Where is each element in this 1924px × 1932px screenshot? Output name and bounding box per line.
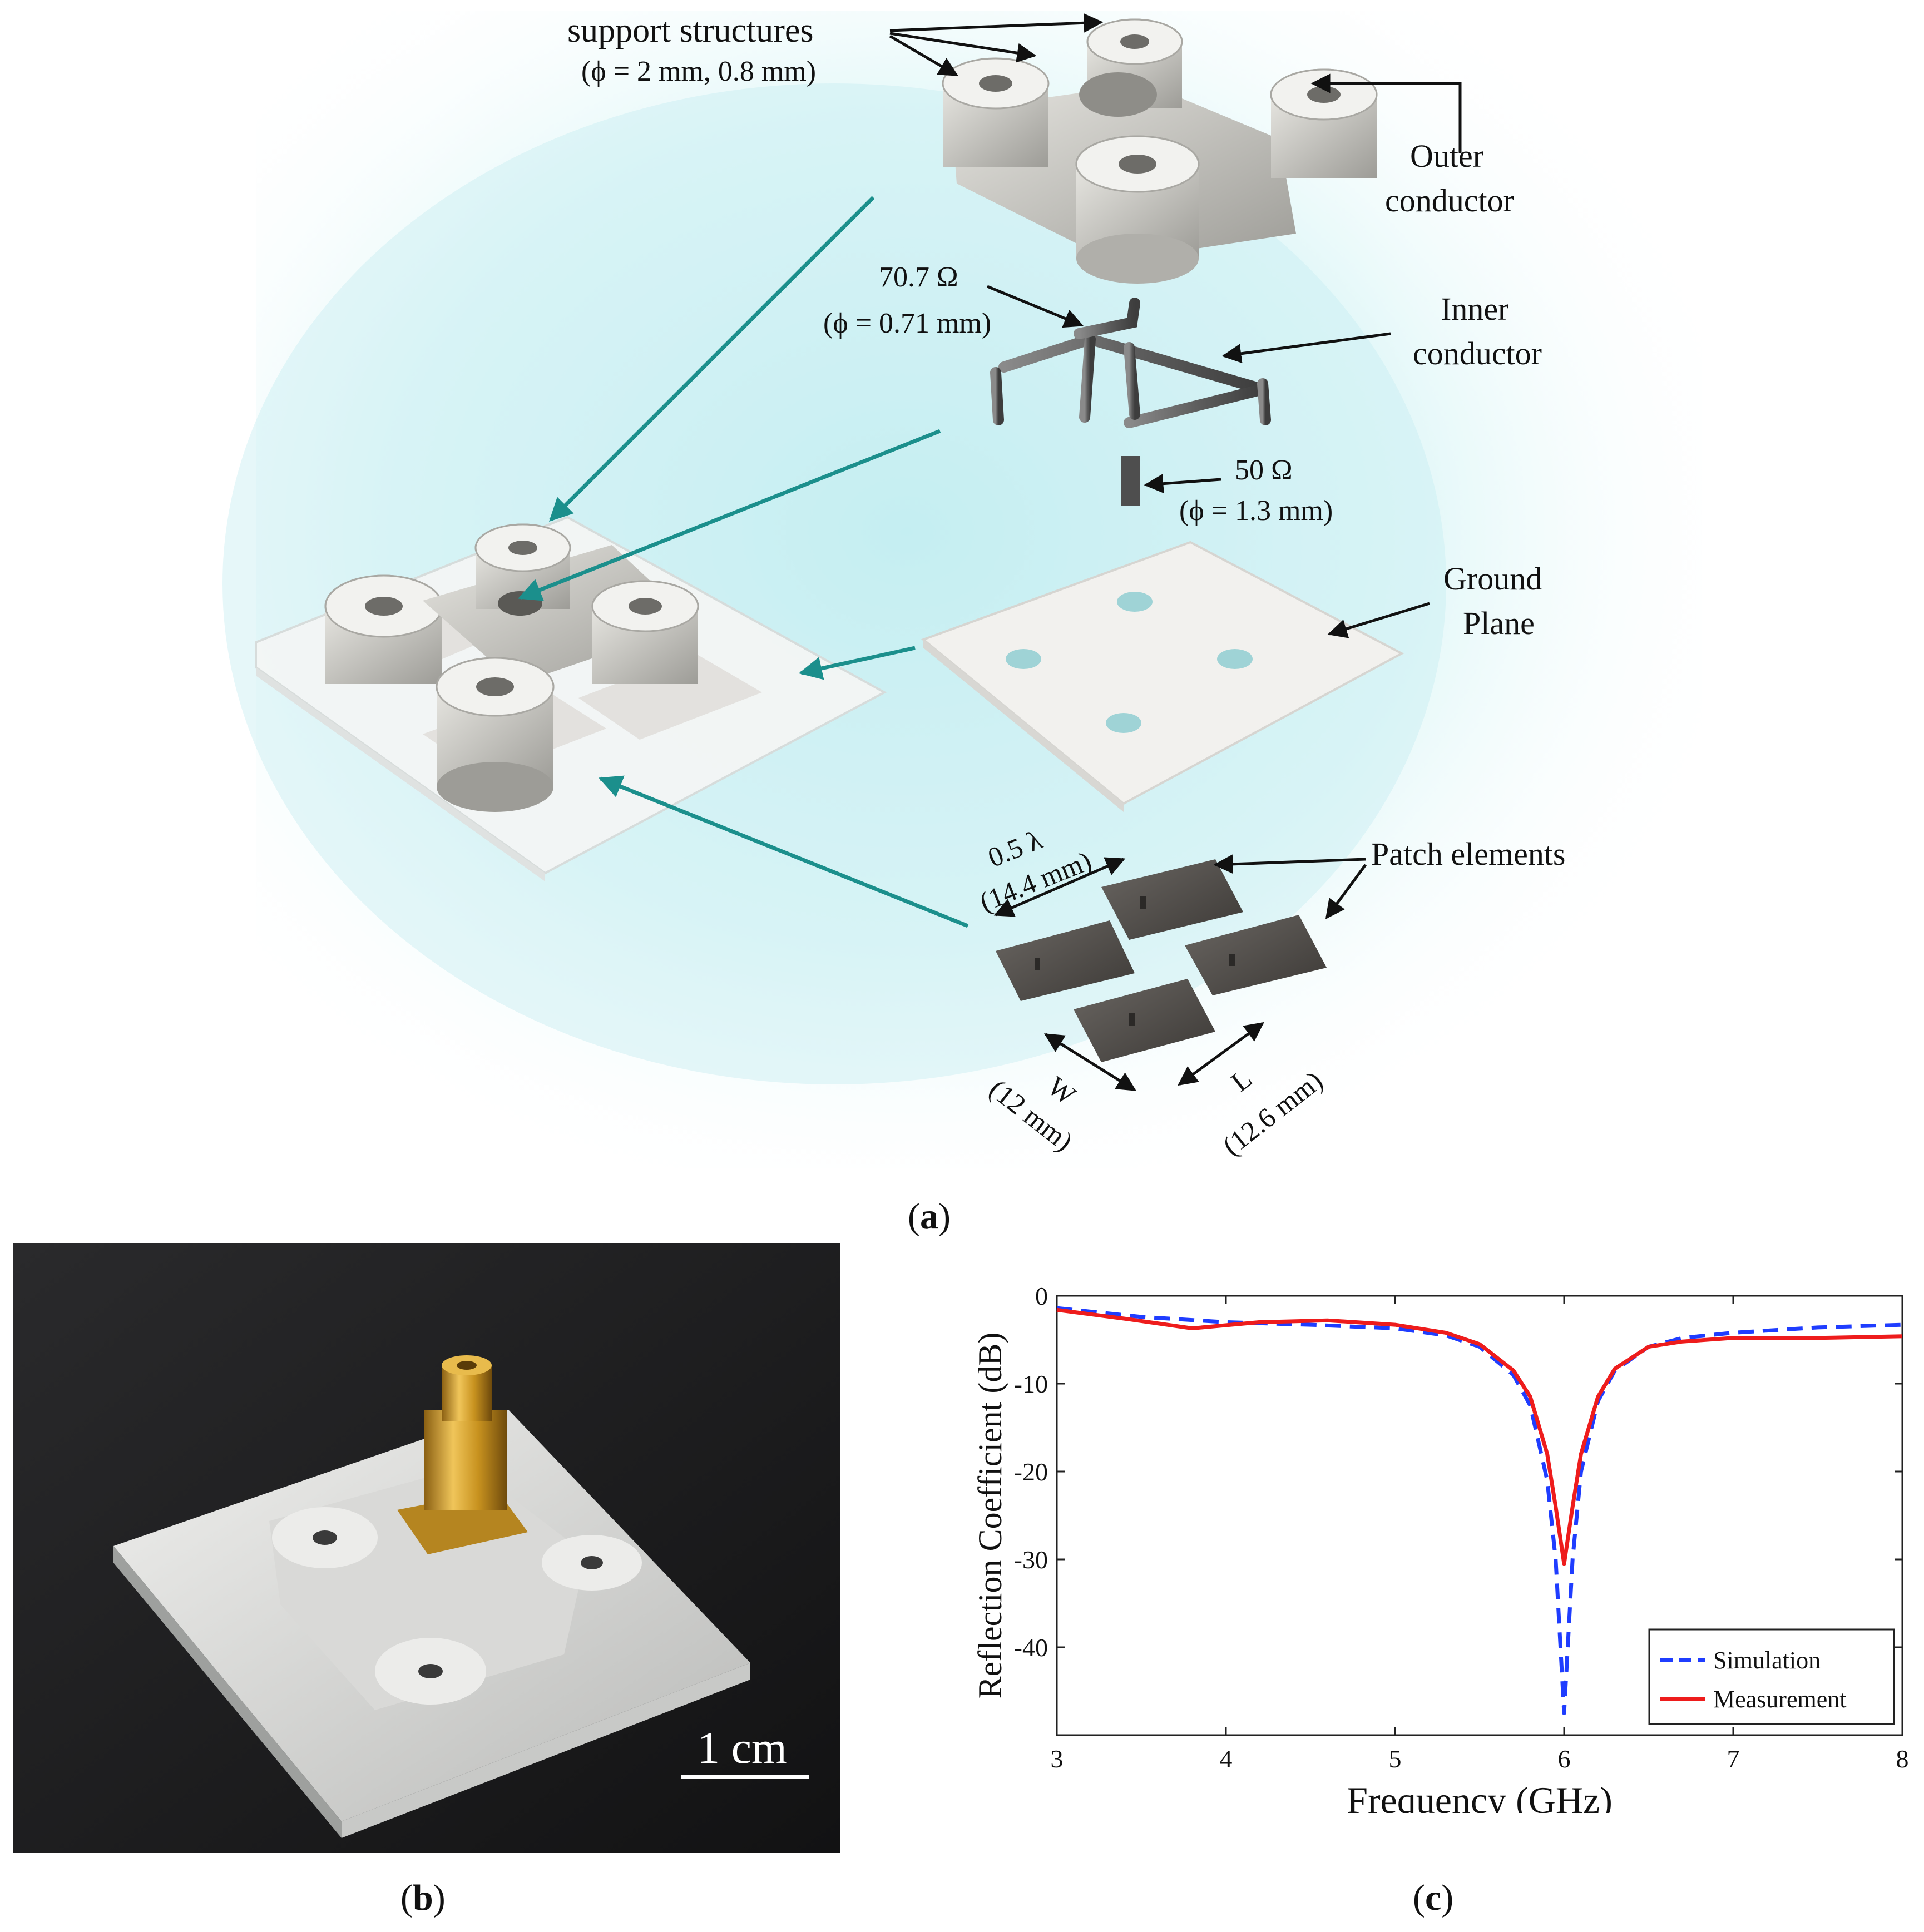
label-ground-line2: Plane bbox=[1463, 605, 1535, 641]
label-impedance-50: 50 Ω bbox=[1235, 454, 1293, 486]
x-tick-label: 5 bbox=[1389, 1745, 1402, 1773]
inner-conductor-feed-pin bbox=[1121, 456, 1140, 506]
legend-label-measurement: Measurement bbox=[1713, 1686, 1846, 1713]
annotation-arrows bbox=[889, 13, 1462, 1092]
exploded-view-illustration: support structures (ϕ = 2 mm, 0.8 mm) Ou… bbox=[222, 11, 1702, 1168]
caption-a: (a) bbox=[908, 1196, 951, 1237]
x-tick-label: 6 bbox=[1558, 1745, 1571, 1773]
x-tick-label: 3 bbox=[1051, 1745, 1064, 1773]
x-axis-label: Frequency (GHz) bbox=[1347, 1779, 1613, 1813]
label-impedance-70-dim: (ϕ = 0.71 mm) bbox=[823, 308, 991, 339]
label-support-structures: support structures bbox=[567, 12, 814, 49]
label-inner-line1: Inner bbox=[1441, 291, 1508, 327]
label-inner-line2: conductor bbox=[1413, 335, 1542, 371]
y-axis-label: Reflection Coefficient (dB) bbox=[972, 1332, 1008, 1699]
sma-connector bbox=[397, 1355, 528, 1554]
assembled-antenna-part bbox=[255, 516, 887, 881]
y-tick-label: -40 bbox=[1014, 1633, 1048, 1662]
label-ground-line1: Ground bbox=[1443, 561, 1542, 597]
label-outer-line1: Outer bbox=[1410, 138, 1483, 174]
panel-b-photograph: 1 cm bbox=[13, 1243, 840, 1853]
label-support-dims: (ϕ = 2 mm, 0.8 mm) bbox=[581, 56, 816, 87]
series-line-simulation bbox=[1056, 1306, 1903, 1715]
y-tick-label: -30 bbox=[1014, 1545, 1048, 1574]
y-tick-label: -20 bbox=[1014, 1458, 1048, 1486]
caption-c: (c) bbox=[1413, 1877, 1454, 1918]
y-tick-label: -10 bbox=[1014, 1370, 1048, 1398]
outer-conductor-part bbox=[942, 18, 1378, 284]
scale-bar-label: 1 cm bbox=[697, 1722, 787, 1773]
x-tick-label: 8 bbox=[1896, 1745, 1909, 1773]
y-axis-ticks: 0 -10 -20 -30 -40 bbox=[1014, 1282, 1902, 1662]
label-impedance-50-dim: (ϕ = 1.3 mm) bbox=[1179, 495, 1333, 527]
assembly-arrows bbox=[518, 196, 969, 928]
panel-c-chart: 0 -10 -20 -30 -40 3 4 5 6 7 8 Frequency (GHz) Ref… bbox=[957, 1251, 1924, 1821]
caption-b: (b) bbox=[400, 1877, 446, 1918]
x-axis-ticks: 3 4 5 6 7 8 bbox=[1051, 1296, 1909, 1773]
series-line-measurement bbox=[1056, 1307, 1903, 1566]
panel-a-exploded-view: support structures (ϕ = 2 mm, 0.8 mm) Ou… bbox=[222, 11, 1702, 1168]
label-patch-elements: Patch elements bbox=[1371, 836, 1566, 872]
reflection-coefficient-chart: 0 -10 -20 -30 -40 3 4 5 6 7 8 Frequency (GHz) Ref… bbox=[972, 1282, 1909, 1821]
legend-label-simulation: Simulation bbox=[1713, 1647, 1821, 1674]
label-outer-line2: conductor bbox=[1385, 182, 1514, 219]
x-tick-label: 7 bbox=[1727, 1745, 1740, 1773]
prototype-photo: 1 cm bbox=[13, 1243, 840, 1853]
label-impedance-70: 70.7 Ω bbox=[879, 261, 958, 293]
inner-conductor-part bbox=[990, 298, 1271, 495]
y-tick-label: 0 bbox=[1035, 1282, 1048, 1310]
series-layer bbox=[1056, 1306, 1903, 1715]
x-tick-label: 4 bbox=[1220, 1745, 1233, 1773]
legend-box bbox=[1648, 1628, 1895, 1725]
ground-plane-part bbox=[921, 541, 1404, 812]
